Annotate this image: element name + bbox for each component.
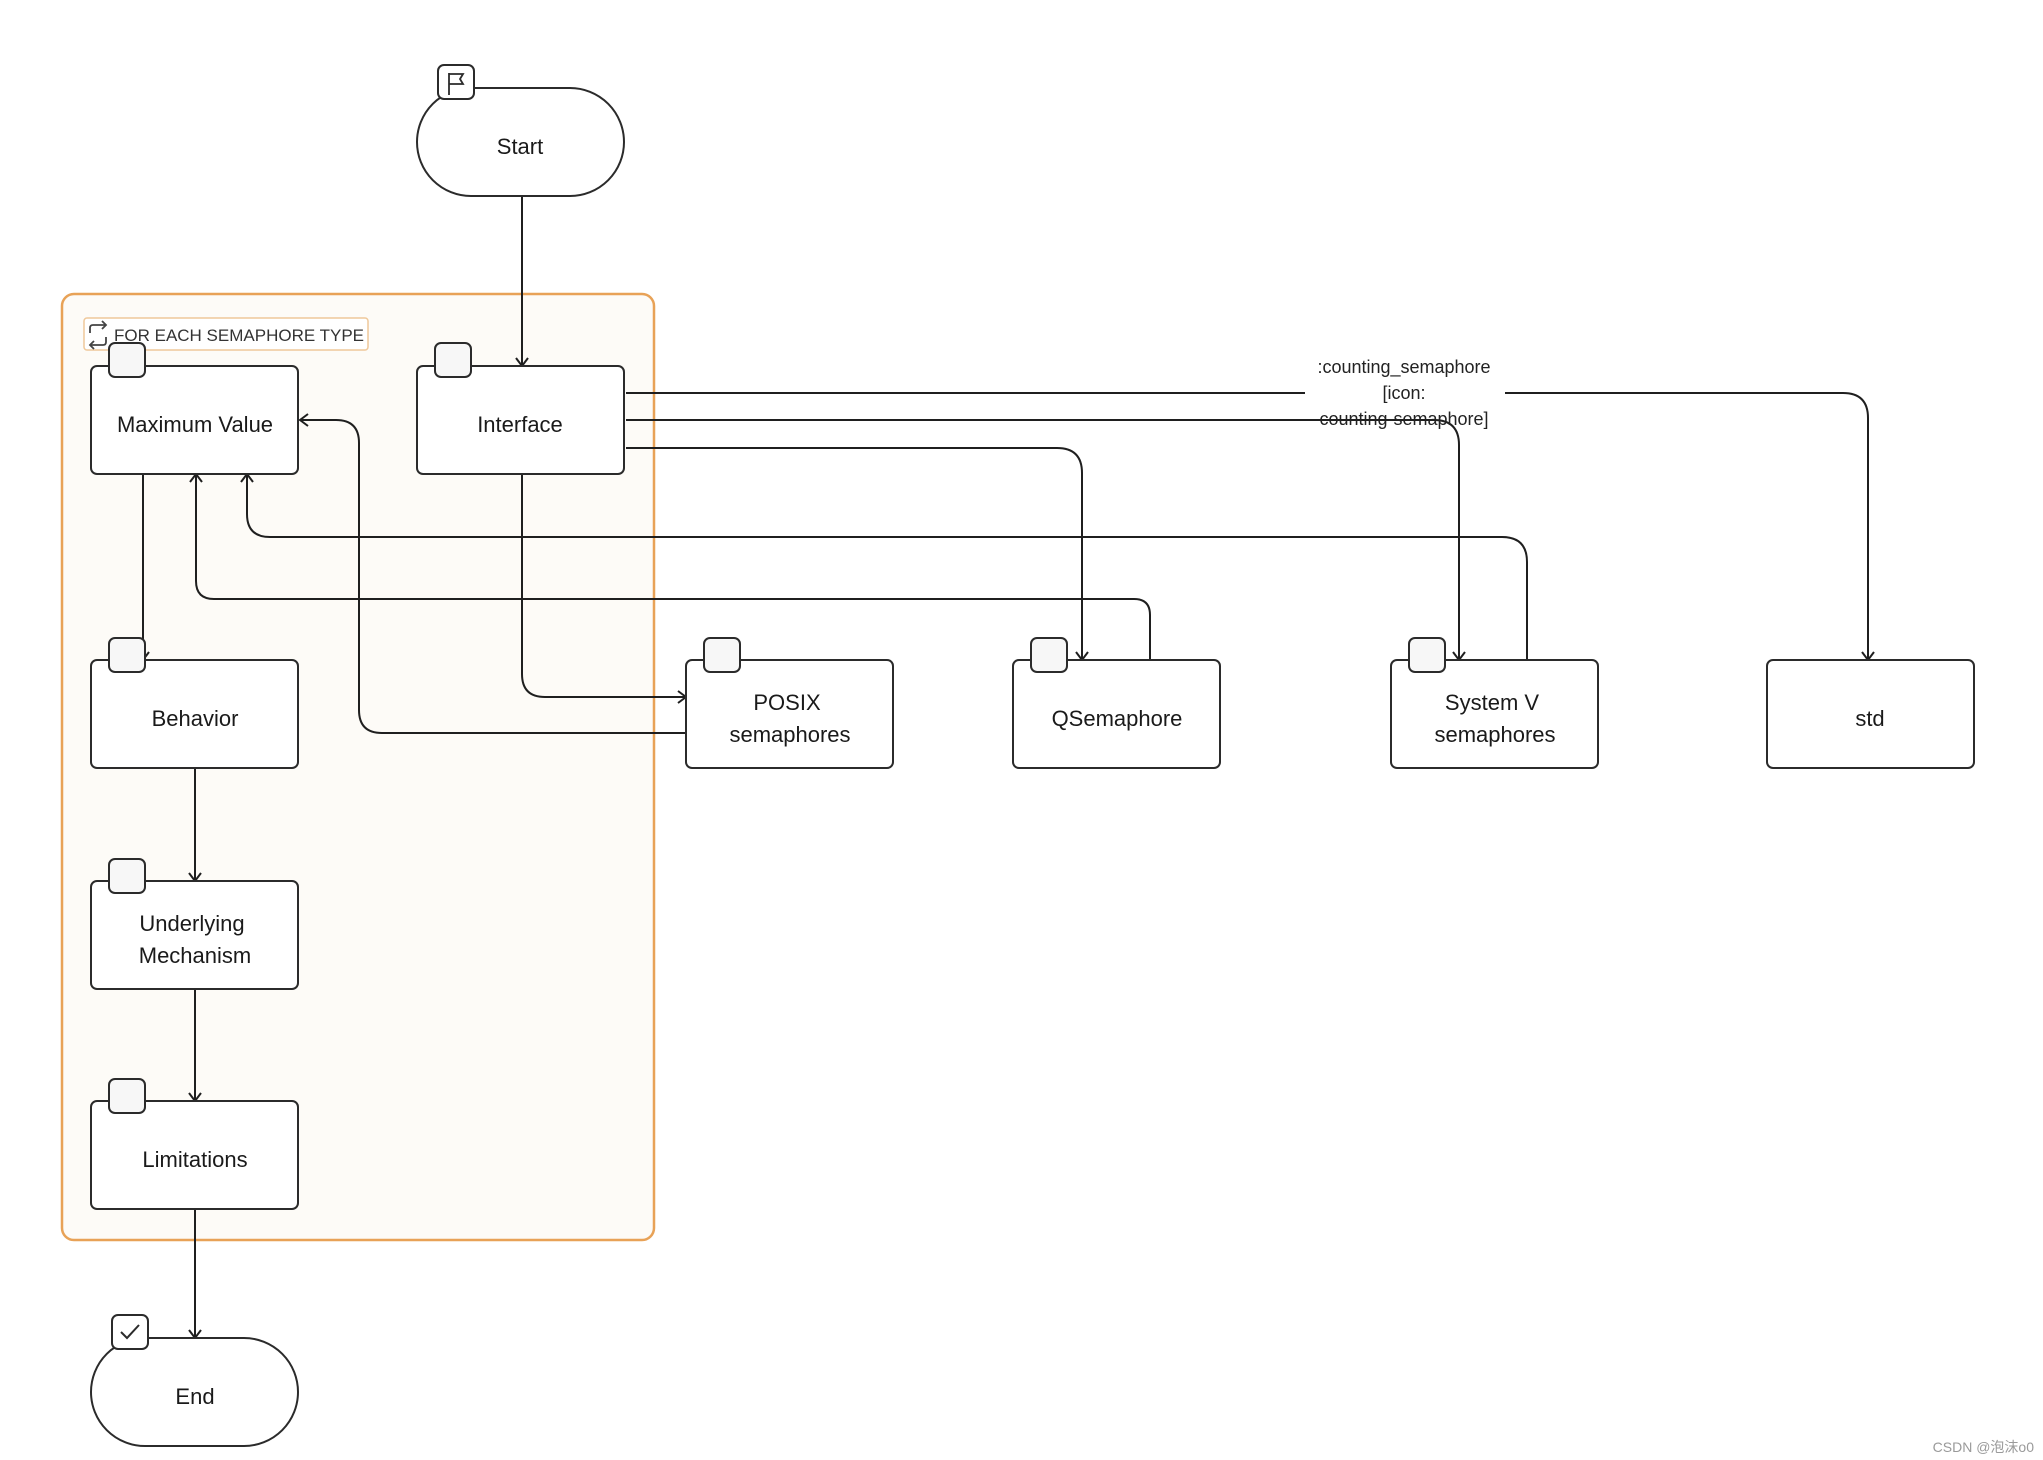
end-node[interactable]: End <box>90 1314 299 1447</box>
loop-container <box>60 292 656 1242</box>
svg-text:Mechanism: Mechanism <box>139 943 251 968</box>
std-node[interactable]: std <box>1766 659 1975 769</box>
check-icon <box>111 1314 149 1350</box>
node-tab-icon <box>1408 637 1446 673</box>
svg-text::counting_semaphore: :counting_semaphore <box>1317 357 1490 378</box>
node-tab-icon <box>108 858 146 894</box>
underlying-mechanism-node[interactable]: Underlying Mechanism <box>90 858 299 990</box>
watermark: CSDN @泡沫o0 <box>1933 1439 2035 1455</box>
max-value-node[interactable]: Maximum Value <box>90 342 299 475</box>
node-tab-icon <box>434 342 472 378</box>
node-tab-icon <box>703 637 741 673</box>
node-tab-icon <box>108 1078 146 1114</box>
node-tab-icon <box>108 637 146 673</box>
svg-text:POSIX: POSIX <box>753 690 821 715</box>
flag-icon <box>437 64 475 100</box>
interface-node[interactable]: Interface <box>416 342 625 475</box>
repeat-icon <box>88 320 108 350</box>
start-node[interactable]: Start <box>416 64 625 197</box>
node-tab-icon <box>108 342 146 378</box>
svg-text:[icon:: [icon: <box>1382 383 1425 403</box>
svg-text:End: End <box>175 1384 214 1409</box>
svg-text:Start: Start <box>497 134 543 159</box>
edge-interface-posix <box>521 474 688 704</box>
edge-interface-systemv <box>626 419 1466 662</box>
edges <box>136 196 1875 1340</box>
edge-qsemaphore-maxvalue <box>189 472 1151 660</box>
svg-text:std: std <box>1855 706 1884 731</box>
edge-systemv-maxvalue <box>240 472 1528 660</box>
svg-text:semaphores: semaphores <box>729 722 850 747</box>
svg-text:Interface: Interface <box>477 412 563 437</box>
svg-text:Underlying: Underlying <box>139 911 244 936</box>
system-v-semaphores-node[interactable]: System V semaphores <box>1390 637 1599 769</box>
loop-header: FOR EACH SEMAPHORE TYPE <box>83 317 369 351</box>
edge-interface-qsemaphore <box>626 447 1089 662</box>
edge-label: :counting_semaphore [icon: counting-sema… <box>1317 357 1490 429</box>
svg-text:QSemaphore: QSemaphore <box>1052 706 1183 731</box>
svg-text:Behavior: Behavior <box>152 706 239 731</box>
limitations-node[interactable]: Limitations <box>90 1078 299 1210</box>
node-tab-icon <box>1030 637 1068 673</box>
svg-text:Maximum Value: Maximum Value <box>117 412 273 437</box>
behavior-node[interactable]: Behavior <box>90 637 299 769</box>
svg-text:counting-semaphore]: counting-semaphore] <box>1319 409 1488 429</box>
loop-label: FOR EACH SEMAPHORE TYPE <box>114 326 364 345</box>
svg-text:Limitations: Limitations <box>142 1147 247 1172</box>
qsemaphore-node[interactable]: QSemaphore <box>1012 637 1221 769</box>
posix-semaphores-node[interactable]: POSIX semaphores <box>685 637 894 769</box>
edge-posix-maxvalue <box>298 413 686 734</box>
svg-text:semaphores: semaphores <box>1434 722 1555 747</box>
edge-interface-std-2 <box>1505 392 1875 662</box>
svg-text:System V: System V <box>1445 690 1539 715</box>
